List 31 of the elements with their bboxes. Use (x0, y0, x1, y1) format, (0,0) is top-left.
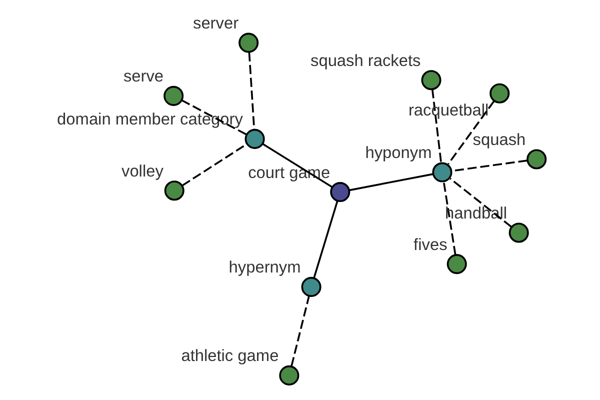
node-circle (279, 365, 300, 386)
node-circle (330, 182, 350, 202)
node-circle (508, 222, 529, 243)
connector (313, 200, 338, 278)
node-circle (490, 83, 510, 104)
node-circle (446, 254, 467, 274)
node-label: serve (123, 68, 164, 86)
node-label: volley (122, 162, 164, 180)
node-label: server (192, 14, 239, 33)
connector (349, 173, 434, 192)
connector (290, 296, 310, 366)
node-circle (238, 32, 259, 53)
node-circle (432, 162, 452, 182)
connector (431, 89, 442, 164)
node-label: hyponym (365, 144, 432, 162)
node-label: domain member category (57, 110, 243, 129)
connector (442, 181, 456, 256)
connector (248, 52, 256, 130)
node-label: squash rackets (310, 52, 421, 70)
node-circle (164, 86, 184, 106)
node-label: hypernym (228, 258, 301, 277)
node-label: fives (414, 236, 448, 254)
connector (182, 144, 247, 186)
node-label: athletic game (181, 347, 279, 366)
connector (181, 99, 247, 136)
node-circle (301, 276, 322, 297)
node-label: squash (472, 131, 526, 150)
node-circle (526, 149, 547, 170)
node-circle (244, 128, 265, 149)
node-circle (421, 70, 442, 90)
node-circle (164, 180, 184, 201)
